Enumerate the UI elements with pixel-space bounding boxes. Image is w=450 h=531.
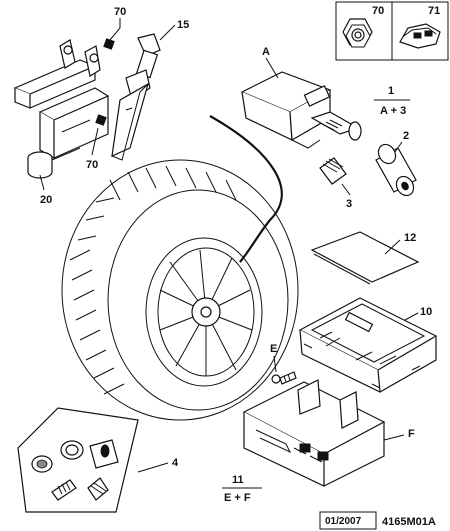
callout-70-side: 70 [86,127,99,171]
callout-A: A [262,46,279,79]
receiver-module-10 [298,297,438,394]
svg-text:4: 4 [172,457,179,469]
clip-icon [399,23,441,49]
inset-panels: 70 71 [335,1,449,61]
callout-3: 3 [341,183,352,210]
svg-text:F: F [408,428,415,440]
svg-text:E: E [270,343,277,355]
callout-2: 2 [394,130,409,153]
valve-kit-4 [17,407,139,513]
inset-panel-70-label: 70 [372,5,384,17]
inset-panel-71-label: 71 [428,5,440,17]
footer-date: 01/2007 [325,516,362,527]
svg-text:10: 10 [420,306,432,318]
footer-reference: 4165M01A [382,516,436,528]
callout-E: E [270,343,277,373]
fastener-E [271,371,297,385]
callout-1: 1 A + 3 [374,85,410,117]
callout-10: 10 [404,306,432,321]
footer-date-box [319,511,377,530]
callout-11: 11 E + F [222,474,262,504]
wheel-spokes [159,249,253,376]
svg-text:1: 1 [388,85,394,97]
callout-12: 12 [384,232,416,255]
svg-text:70: 70 [114,6,126,18]
svg-text:70: 70 [86,159,98,171]
sensor-bracket-15 [111,33,161,161]
svg-text:2: 2 [403,130,409,142]
svg-text:11: 11 [232,474,244,486]
callout-4: 4 [137,457,179,473]
callout-15: 15 [159,19,189,41]
svg-text:3: 3 [346,198,352,210]
valve-cap-3 [319,157,347,185]
callout-F: F [383,428,415,441]
tread-pattern [69,165,237,395]
sensor-location-curve [209,115,283,263]
pressure-sensor-A [240,71,362,149]
wheel-and-tyre [61,159,299,421]
label-sheet-12 [310,231,420,285]
svg-text:A: A [262,46,270,58]
svg-text:12: 12 [404,232,416,244]
valve-nut-2 [375,143,417,197]
mounting-bracket-assembly [13,38,115,179]
callout-20: 20 [39,174,52,206]
bracket-F [242,379,386,487]
hex-nut-icon [342,18,373,48]
footer: 01/2007 4165M01A [319,511,436,530]
callout-70-top: 70 [109,6,126,41]
svg-text:20: 20 [40,194,52,206]
svg-text:15: 15 [177,19,189,31]
svg-text:A + 3: A + 3 [380,105,406,117]
svg-text:E + F: E + F [224,492,251,504]
